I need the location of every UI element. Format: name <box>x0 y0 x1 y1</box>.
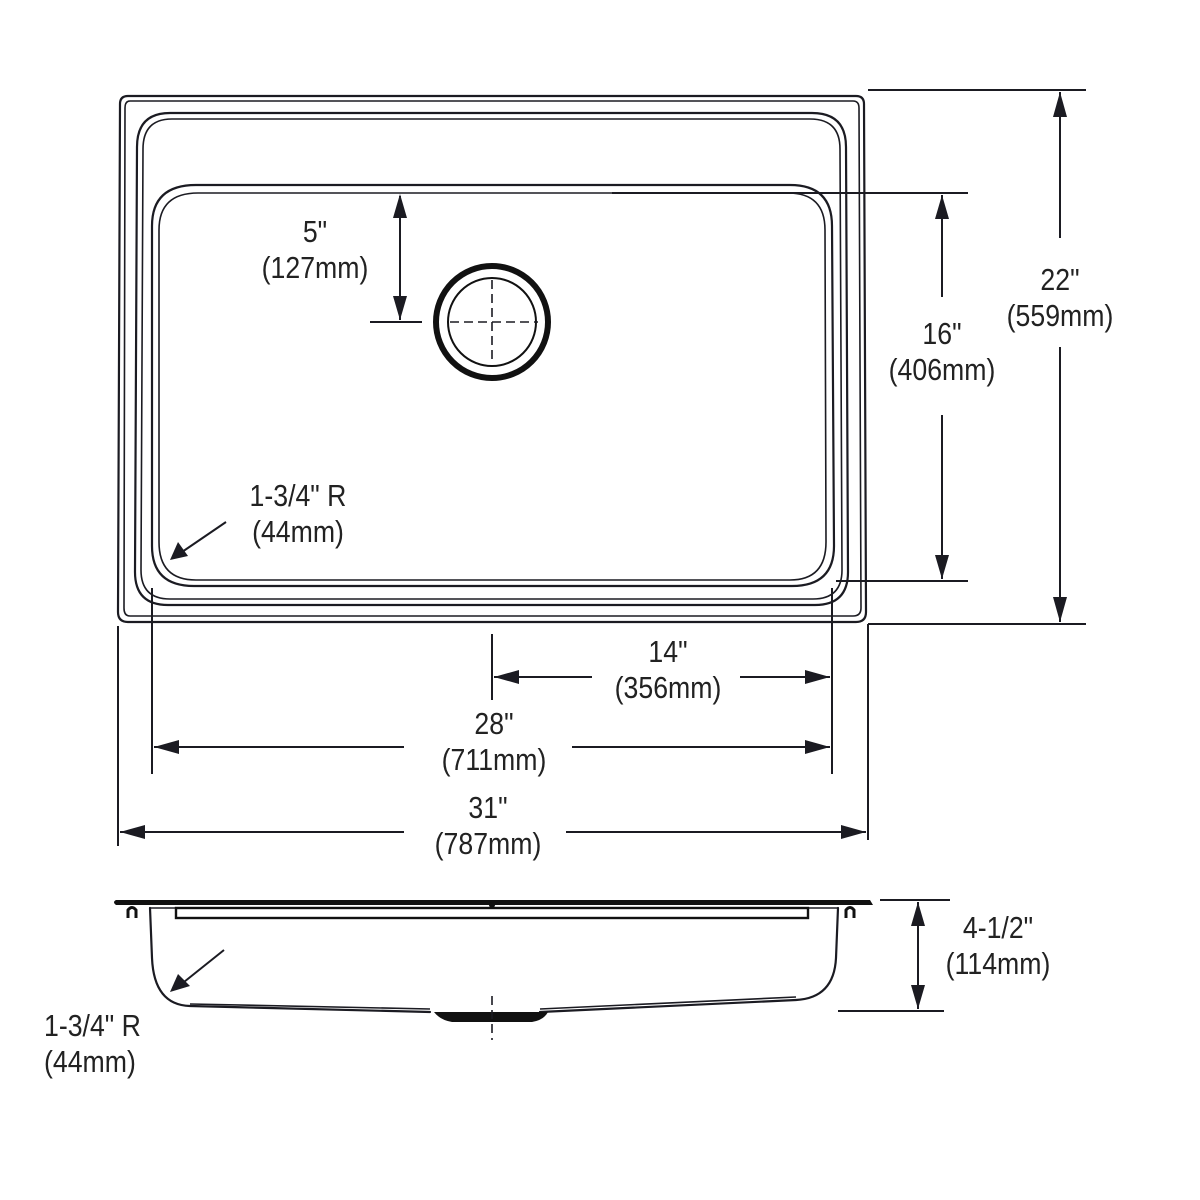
outer-rim-inner-edge <box>123 100 862 617</box>
corner-radius-side-imperial: 1-3/4" R <box>44 1008 141 1043</box>
deck-edge-inner <box>140 118 843 600</box>
label-bowl-depth: 4-1/2" (114mm) <box>929 910 1067 982</box>
drain-to-edge-imperial: 14" <box>648 634 688 669</box>
label-corner-radius-top: 1-3/4" R (44mm) <box>229 478 367 550</box>
bowl-outline-inner <box>158 192 827 581</box>
bowl-profile <box>148 906 432 1014</box>
arrow-right-icon <box>841 825 866 839</box>
arrow-right-icon <box>805 740 830 754</box>
bowl-width-imperial: 28" <box>474 706 514 741</box>
arrow-up-icon <box>935 195 949 219</box>
arrow-up-icon <box>393 194 407 218</box>
drain-outer-ring <box>433 263 551 381</box>
bowl-length-metric: (406mm) <box>888 352 996 387</box>
label-corner-radius-side: 1-3/4" R (44mm) <box>44 1008 182 1080</box>
overall-width-metric: (787mm) <box>434 826 542 861</box>
corner-radius-top-imperial: 1-3/4" R <box>249 478 347 513</box>
arrow-left-icon <box>120 825 145 839</box>
arrow-leader-icon <box>170 974 190 992</box>
arrow-down-icon <box>911 985 925 1009</box>
outer-rim <box>116 94 868 624</box>
top-view <box>116 89 1086 846</box>
bowl-outline <box>150 183 836 588</box>
label-overall-width: 31" (787mm) <box>419 790 557 862</box>
arrow-left-icon <box>494 670 519 684</box>
bowl-width-metric: (711mm) <box>441 742 547 777</box>
rim-channel <box>174 906 810 920</box>
mounting-clip-right <box>844 906 856 918</box>
drain-to-edge-metric: (356mm) <box>614 670 722 705</box>
overall-ftb-imperial: 22" <box>1040 262 1080 297</box>
arrow-down-icon <box>393 296 407 320</box>
label-drain-to-bowl-edge: 14" (356mm) <box>599 634 737 706</box>
arrow-up-icon <box>911 902 925 926</box>
overall-width-imperial: 31" <box>468 790 508 825</box>
drain-offset-metric: (127mm) <box>261 250 369 285</box>
label-overall-front-to-back: 22" (559mm) <box>991 262 1129 334</box>
deck-edge <box>133 111 850 607</box>
drain-body <box>434 1012 548 1022</box>
side-view <box>114 899 950 1040</box>
arrow-down-icon <box>935 555 949 579</box>
corner-radius-side-metric: (44mm) <box>44 1044 136 1079</box>
corner-radius-top-metric: (44mm) <box>252 514 344 549</box>
drain-offset-imperial: 5" <box>302 214 328 249</box>
bowl-length-imperial: 16" <box>922 316 962 351</box>
label-drain-offset: 5" (127mm) <box>242 214 388 286</box>
bowl-depth-imperial: 4-1/2" <box>962 910 1034 945</box>
bowl-depth-metric: (114mm) <box>945 946 1051 981</box>
mounting-clip-left <box>126 906 138 918</box>
label-bowl-length: 16" (406mm) <box>873 316 1011 388</box>
arrow-leader-icon <box>170 542 188 560</box>
label-bowl-width: 28" (711mm) <box>425 706 563 778</box>
arrow-up-icon <box>1053 92 1067 117</box>
arrow-right-icon <box>805 670 830 684</box>
arrow-left-icon <box>154 740 179 754</box>
arrow-down-icon <box>1053 597 1067 622</box>
overall-ftb-metric: (559mm) <box>1006 298 1114 333</box>
